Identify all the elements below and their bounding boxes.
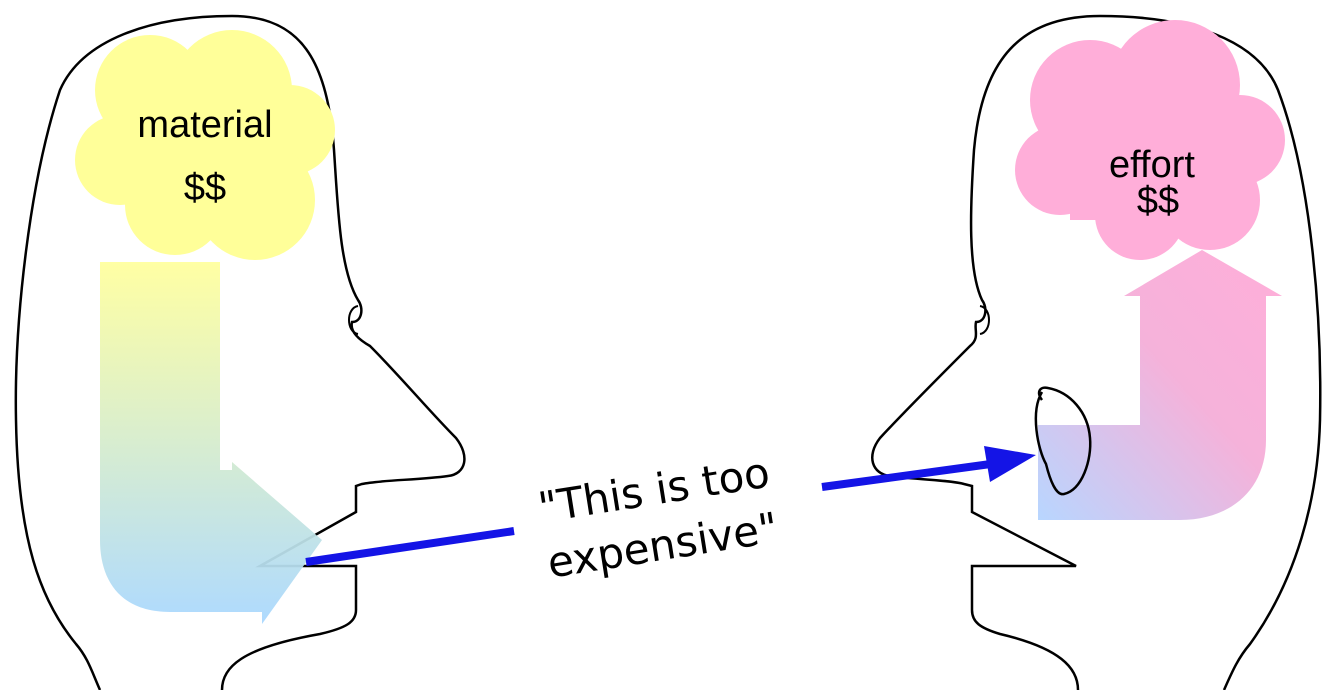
right-ear-icon (979, 305, 990, 335)
right-thought-text-2: $$ (1137, 180, 1179, 222)
left-ear-icon (348, 305, 359, 335)
right-head-outline (871, 14, 1322, 690)
right-thought-cloud (1015, 20, 1285, 260)
right-ear-loop-icon (1034, 386, 1092, 496)
left-thought-text-1: material (137, 104, 272, 146)
speech-arrow-line-1 (305, 527, 515, 566)
right-flow-arrow (1038, 250, 1282, 520)
right-thought-text-1: effort (1109, 144, 1195, 186)
speech-text-group: "This is too expensive" (535, 448, 782, 588)
left-flow-arrow (100, 262, 322, 624)
left-head-outline (14, 14, 466, 690)
speech-arrow-head (984, 446, 1036, 482)
left-thought-text-2: $$ (184, 167, 226, 209)
left-thought-cloud (75, 30, 335, 260)
speech-arrow-line-2 (821, 459, 999, 491)
